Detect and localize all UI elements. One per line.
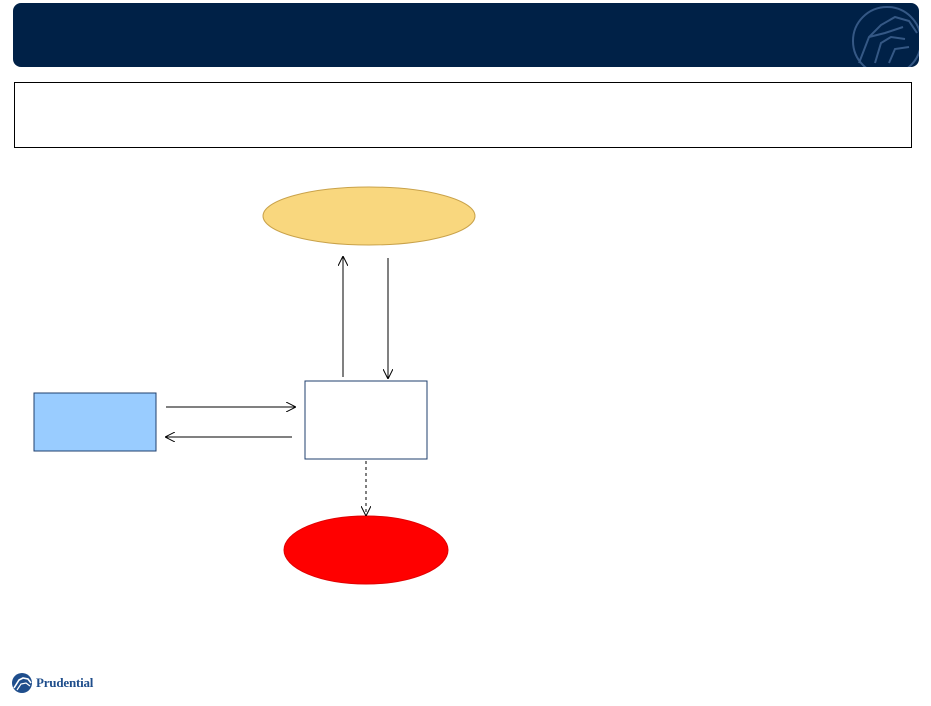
logo-text: Prudential bbox=[36, 675, 94, 690]
top-ellipse-shape bbox=[262, 186, 476, 246]
prudential-logo: Prudential bbox=[11, 670, 93, 696]
bottom-ellipse-shape bbox=[283, 515, 449, 585]
rock-watermark-icon bbox=[852, 6, 919, 67]
left-box-shape bbox=[33, 392, 157, 452]
top-ellipse-node bbox=[262, 186, 476, 246]
center-box-node bbox=[304, 380, 428, 460]
rock-icon bbox=[12, 673, 32, 693]
header-bar bbox=[13, 3, 919, 67]
subtitle-box bbox=[14, 82, 912, 148]
center-box-shape bbox=[304, 380, 428, 460]
bottom-ellipse-node bbox=[283, 515, 449, 585]
left-box-node bbox=[33, 392, 157, 452]
